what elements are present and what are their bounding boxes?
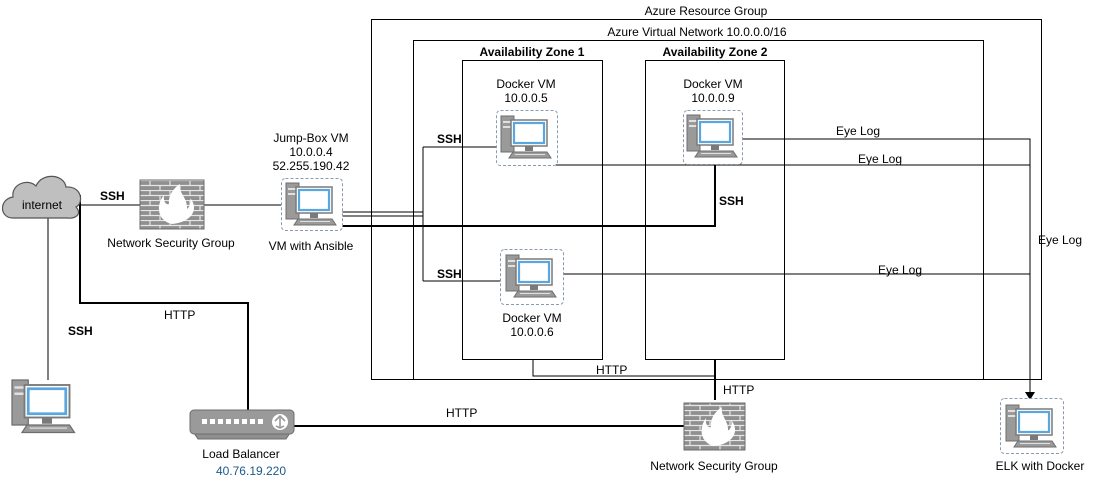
vm2-ip: 10.0.0.9 xyxy=(691,91,735,105)
availability-zone-2-box xyxy=(645,60,785,360)
http-lb-label: HTTP xyxy=(164,308,195,322)
vm2-title: Docker VM xyxy=(683,77,742,91)
nsg-bottom-label: Network Security Group xyxy=(650,459,778,473)
computer-icon xyxy=(10,378,76,434)
http-nsg-label: HTTP xyxy=(723,383,754,397)
flame-icon xyxy=(701,407,736,446)
ssh-workstation-label: SSH xyxy=(68,324,93,338)
load-balancer-emblem xyxy=(272,414,288,430)
elk-server[interactable]: ELK with Docker xyxy=(996,398,1085,474)
edge-eyelog-vm2 xyxy=(741,138,1031,398)
vm3-title: Docker VM xyxy=(502,311,561,325)
load-balancer-ip: 40.76.19.220 xyxy=(216,464,286,478)
load-balancer[interactable]: Load Balancer 40.76.19.220 xyxy=(189,409,295,478)
docker-vm-2[interactable]: Docker VM 10.0.0.9 xyxy=(683,77,743,165)
vm3-ip: 10.0.0.6 xyxy=(510,325,554,339)
workstation[interactable] xyxy=(10,378,76,434)
resource-group-box xyxy=(371,19,1042,380)
jumpbox-private-ip: 10.0.0.4 xyxy=(289,145,333,159)
vm1-ip: 10.0.0.5 xyxy=(504,91,548,105)
eyelog-vm3-label: Eye Log xyxy=(878,263,922,277)
virtual-network-label: Azure Virtual Network 10.0.0.0/16 xyxy=(607,25,787,39)
zone2-label: Availability Zone 2 xyxy=(663,45,768,59)
vm1-title: Docker VM xyxy=(496,77,555,91)
jumpbox-vm[interactable]: Jump-Box VM 10.0.0.4 52.255.190.42 VM wi… xyxy=(269,131,354,253)
edge-jumpbox-vm2 xyxy=(342,165,716,227)
ssh-vm1-label: SSH xyxy=(437,132,462,146)
load-balancer-ports xyxy=(202,419,263,424)
jumpbox-title: Jump-Box VM xyxy=(273,131,348,145)
internet-cloud[interactable]: internet xyxy=(1,175,82,219)
eyelog-vm2-label: Eye Log xyxy=(836,124,880,138)
edge-http-zones xyxy=(532,360,715,377)
availability-zone-1-box xyxy=(462,60,603,360)
ssh-vm3-label: SSH xyxy=(437,267,462,281)
eyelog-elk-label: Eye Log xyxy=(1038,233,1082,247)
internet-label: internet xyxy=(22,198,63,212)
http-lb-nsg-label: HTTP xyxy=(446,406,477,420)
computer-icon xyxy=(504,253,558,299)
jumpbox-public-ip: 52.255.190.42 xyxy=(273,159,350,173)
arrow-head-elk xyxy=(1025,392,1035,400)
cloud-icon xyxy=(1,175,82,219)
nsg-bottom[interactable]: Network Security Group xyxy=(650,402,778,473)
elk-label: ELK with Docker xyxy=(996,459,1085,473)
computer-icon xyxy=(499,114,553,160)
docker-vm-3[interactable]: Docker VM 10.0.0.6 xyxy=(500,249,564,340)
computer-icon xyxy=(1004,403,1058,449)
ssh-vm2-label: SSH xyxy=(719,194,744,208)
docker-vm-1[interactable]: Docker VM 10.0.0.5 xyxy=(496,77,558,166)
zone1-label: Availability Zone 1 xyxy=(480,45,585,59)
resource-group-label: Azure Resource Group xyxy=(645,4,768,18)
virtual-network-box xyxy=(413,40,984,380)
nsg-left[interactable]: Network Security Group xyxy=(107,179,235,250)
jumpbox-caption: VM with Ansible xyxy=(269,239,354,253)
connection-lines xyxy=(47,138,1035,427)
eyelog-vm1-label: Eye Log xyxy=(858,152,902,166)
edge-internet-lb xyxy=(79,195,249,410)
computer-icon xyxy=(284,181,338,227)
flame-icon xyxy=(158,184,195,224)
ssh-internet-label: SSH xyxy=(100,189,125,203)
computer-icon xyxy=(685,113,739,159)
load-balancer-label: Load Balancer xyxy=(202,447,279,461)
nsg-left-label: Network Security Group xyxy=(107,236,235,250)
http-vnet-label: HTTP xyxy=(596,363,627,377)
